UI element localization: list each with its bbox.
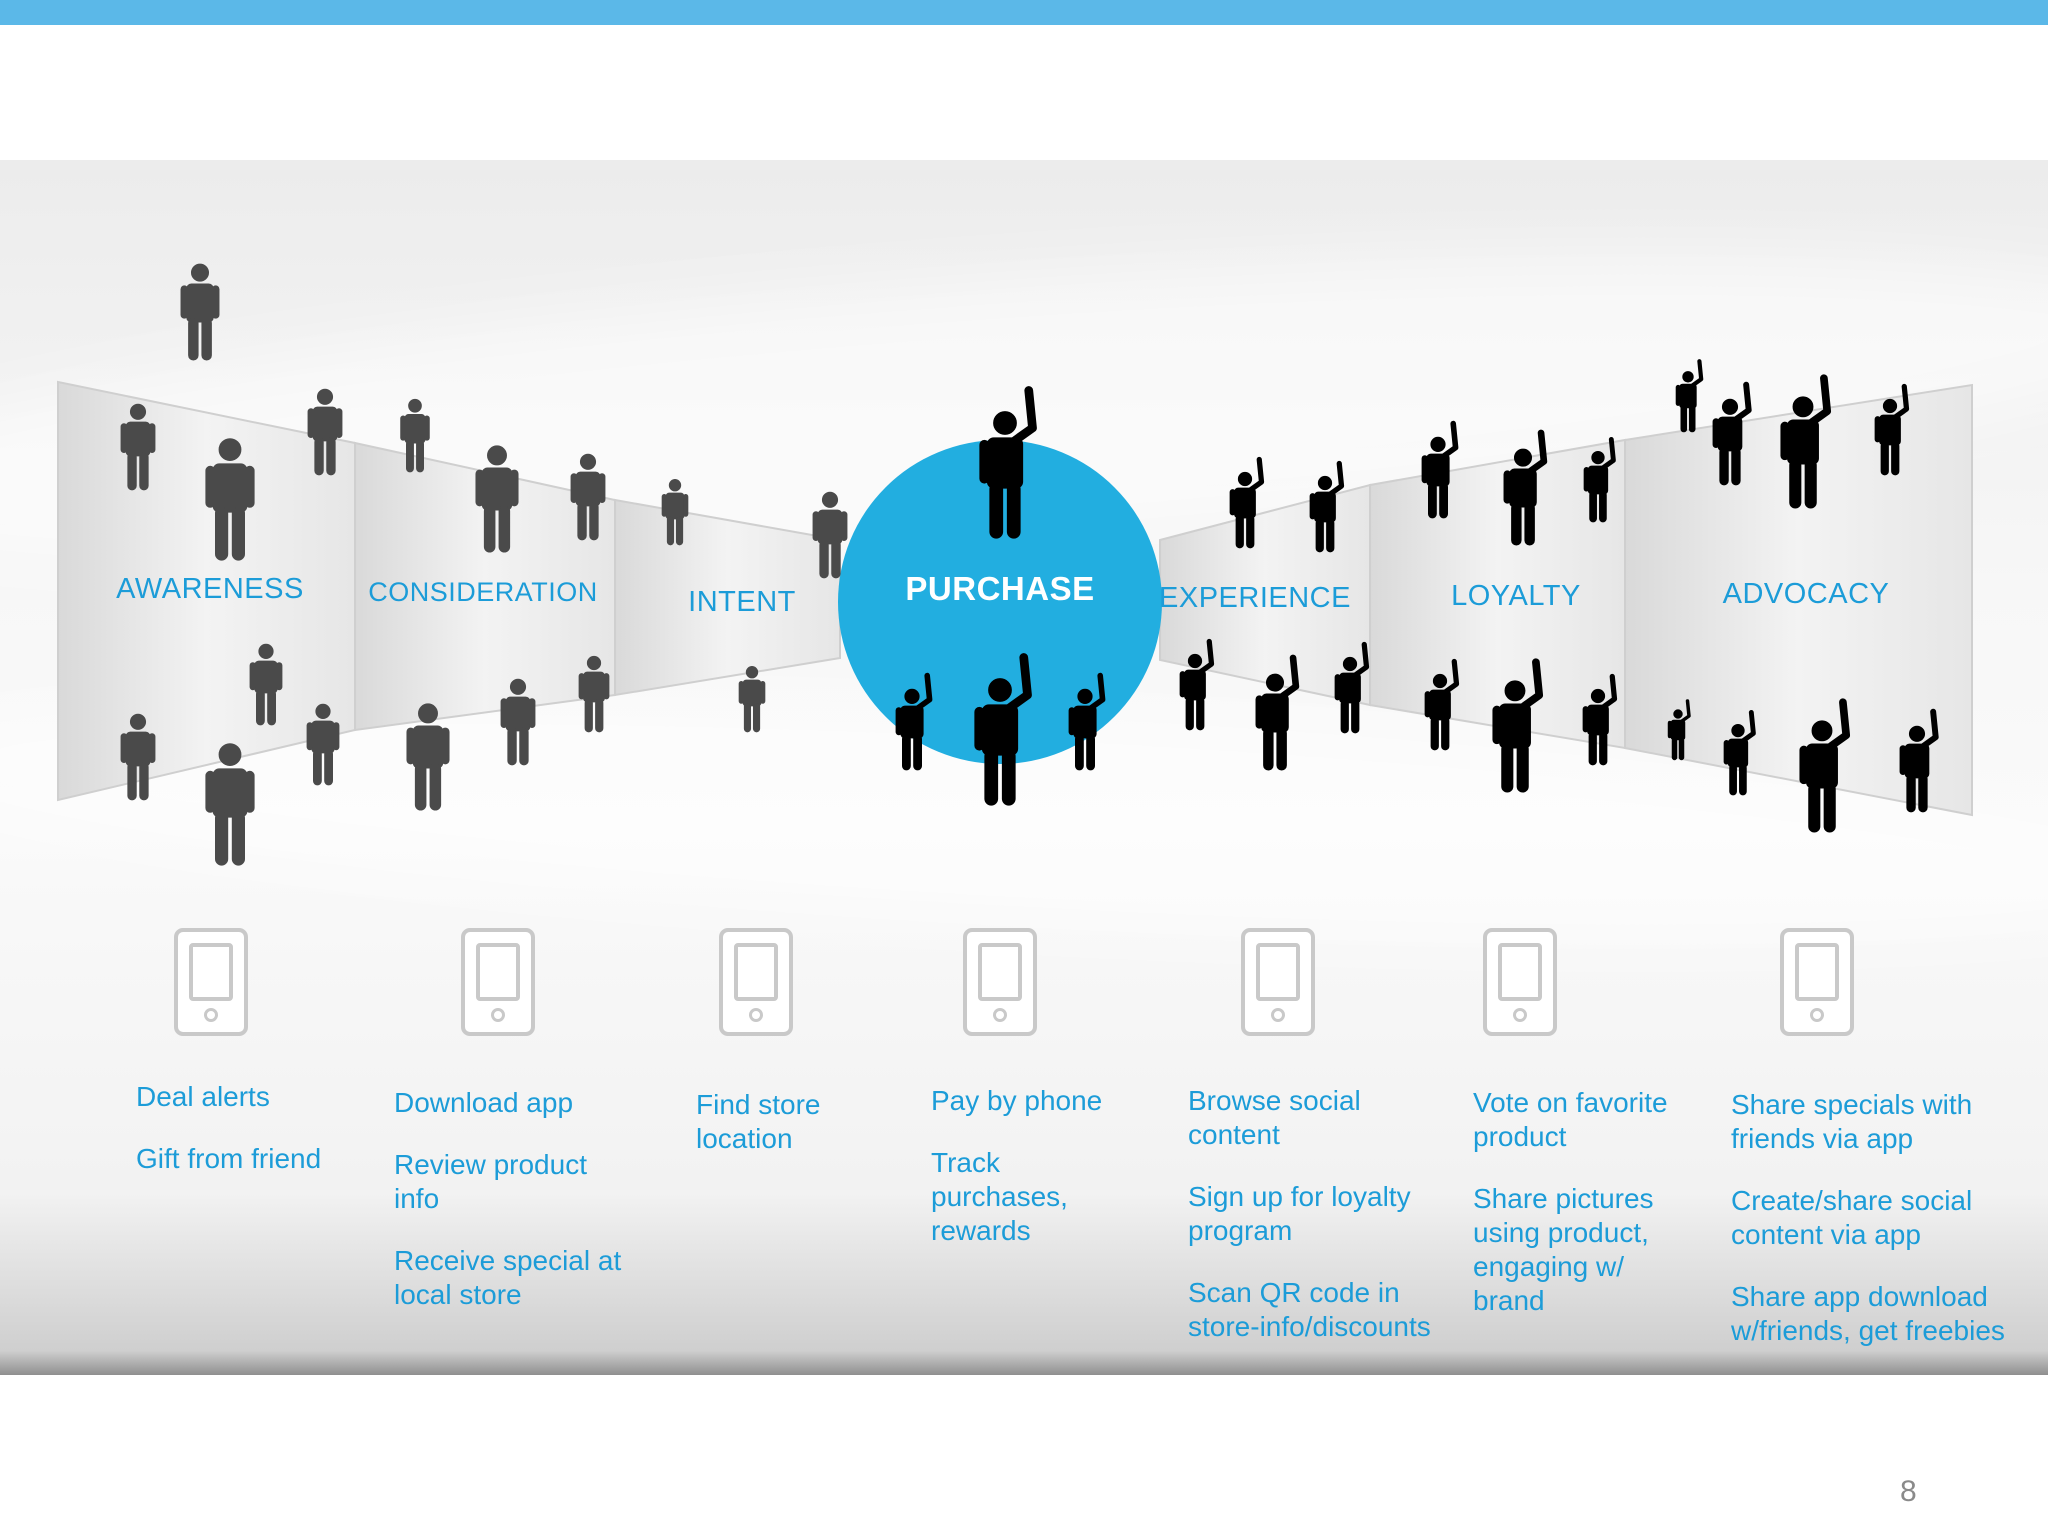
action-item: Deal alerts bbox=[136, 1081, 270, 1112]
actions-advocacy: Share specials with friends via app Crea… bbox=[1731, 1088, 2031, 1375]
smartphone-icon bbox=[461, 928, 535, 1036]
action-item: Scan QR code in store-info/discounts bbox=[1188, 1277, 1431, 1342]
action-item: Find store location bbox=[696, 1089, 821, 1154]
action-item: Pay by phone bbox=[931, 1085, 1103, 1116]
stage-label-loyalty: LOYALTY bbox=[1451, 580, 1581, 612]
action-item: Review product info bbox=[394, 1149, 587, 1214]
person-icon bbox=[180, 263, 220, 361]
stage-label-advocacy: ADVOCACY bbox=[1722, 578, 1890, 610]
action-item: Download app bbox=[394, 1087, 574, 1118]
purchase-circle bbox=[838, 440, 1162, 764]
action-item: Receive special at local store bbox=[394, 1245, 622, 1310]
action-item: Share specials with friends via app bbox=[1731, 1089, 1973, 1154]
smartphone-icon bbox=[1241, 928, 1315, 1036]
action-item: Browse social content bbox=[1188, 1085, 1361, 1150]
actions-awareness: Deal alerts Gift from friend bbox=[136, 1080, 406, 1204]
action-item: Create/share social content via app bbox=[1731, 1185, 1973, 1250]
stage-label-experience: EXPERIENCE bbox=[1159, 582, 1351, 614]
stage-label-awareness: AWARENESS bbox=[116, 573, 304, 605]
person-icon bbox=[738, 666, 766, 733]
action-item: Share pictures using product, engaging w… bbox=[1473, 1183, 1654, 1316]
action-item: Gift from friend bbox=[136, 1143, 322, 1174]
action-item: Sign up for loyalty program bbox=[1188, 1181, 1411, 1246]
stage-label-consideration: CONSIDERATION bbox=[368, 577, 598, 607]
smartphone-icon bbox=[719, 928, 793, 1036]
action-item: Track purchases, rewards bbox=[931, 1147, 1068, 1246]
smartphone-icon bbox=[963, 928, 1037, 1036]
actions-consideration: Download app Review product info Receive… bbox=[394, 1086, 664, 1340]
stage-panel-intent bbox=[614, 498, 841, 697]
smartphone-icon bbox=[1483, 928, 1557, 1036]
page-number: 8 bbox=[1900, 1475, 1917, 1508]
top-accent-bar bbox=[0, 0, 2048, 25]
stage-label-purchase: PURCHASE bbox=[905, 570, 1095, 607]
journey-diagram: AWARENESS CONSIDERATION INTENT PURCHASE … bbox=[0, 160, 2048, 1375]
smartphone-icon bbox=[1780, 928, 1854, 1036]
stage-panel-advocacy bbox=[1624, 383, 1973, 817]
action-item: Share app download w/friends, get freebi… bbox=[1731, 1281, 2005, 1346]
stage-label-intent: INTENT bbox=[688, 586, 796, 618]
journey-graphic bbox=[57, 263, 1973, 866]
actions-intent: Find store location bbox=[696, 1088, 966, 1184]
actions-loyalty: Vote on favorite product Share pictures … bbox=[1473, 1086, 1743, 1346]
smartphone-icon bbox=[174, 928, 248, 1036]
actions-experience: Browse social content Sign up for loyalt… bbox=[1188, 1084, 1458, 1372]
action-item: Vote on favorite product bbox=[1473, 1087, 1668, 1152]
person-waving-icon bbox=[1676, 361, 1701, 432]
actions-purchase: Pay by phone Track purchases, rewards bbox=[931, 1084, 1201, 1276]
